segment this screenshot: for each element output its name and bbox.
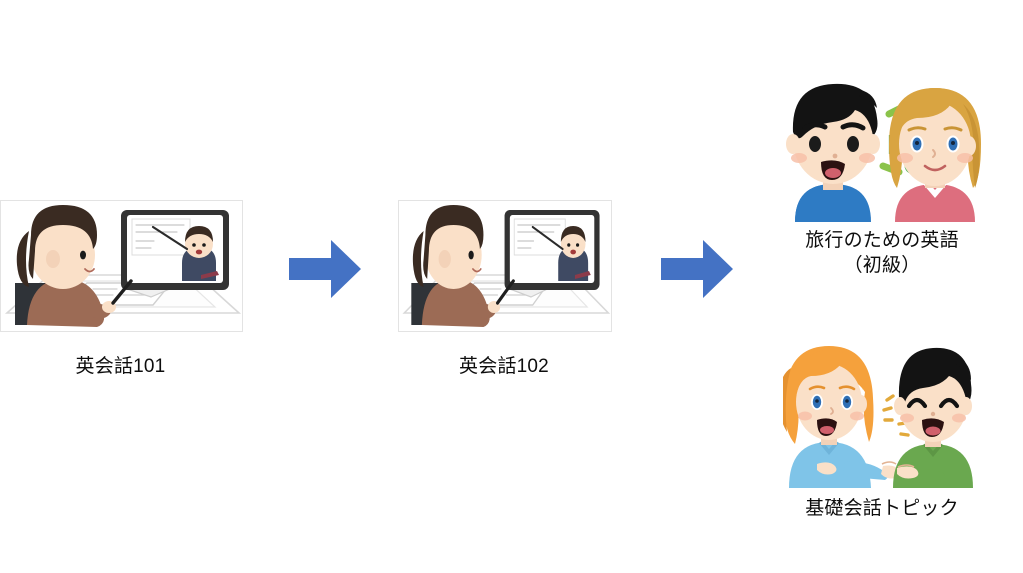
right-arrow-icon (289, 240, 361, 298)
caption-travel-english: 旅行のための英語 （初級） (805, 230, 959, 276)
caption-basic-conversation-topics: 基礎会話トピック (805, 498, 959, 519)
woman-orange-hair (783, 346, 901, 488)
woman-pink-top (889, 88, 981, 222)
arrow-101-to-102 (289, 238, 361, 300)
online-lesson-svg (4, 205, 242, 327)
right-arrow-icon (661, 240, 733, 298)
abc-conversation-svg: A B C (786, 83, 981, 222)
illustration-two-people-talking (783, 340, 978, 488)
arrow-102-to-travel-english (661, 238, 733, 300)
illustration-two-people-abc: A B C (777, 70, 987, 222)
illustration-online-english-lesson-2 (398, 200, 612, 332)
man-blue-shirt (786, 83, 880, 222)
online-lesson-svg-2 (402, 205, 611, 327)
illustration-online-english-lesson-1 (0, 200, 243, 332)
caption-eikaiwa-101: 英会話101 (75, 356, 166, 377)
casual-conversation-svg (783, 346, 973, 488)
caption-eikaiwa-102: 英会話102 (459, 356, 549, 377)
man-green-shirt (893, 347, 973, 488)
